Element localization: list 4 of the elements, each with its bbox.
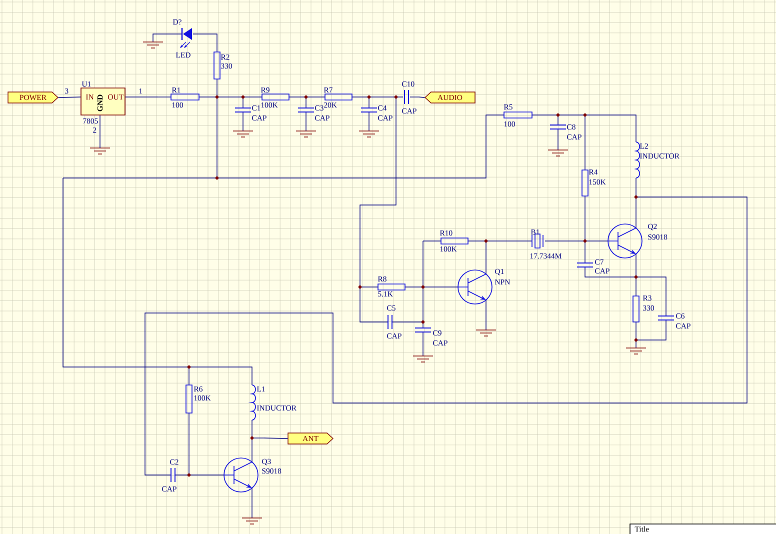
wire bbox=[264, 438, 288, 439]
wire bbox=[418, 96, 426, 98]
wire bbox=[58, 96, 81, 98]
wire bbox=[125, 96, 158, 98]
